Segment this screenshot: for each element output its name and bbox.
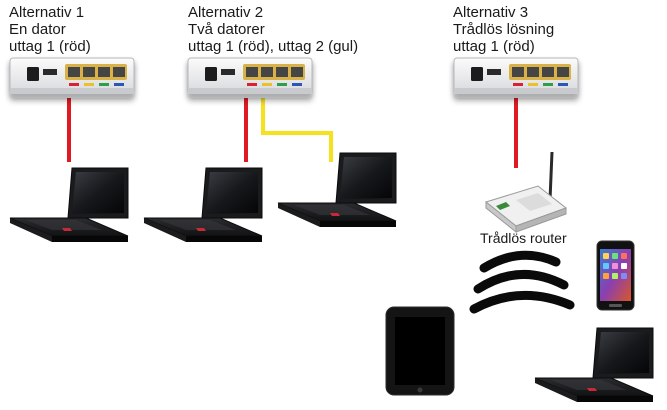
- tablet-icon: [385, 306, 455, 396]
- alternative-2-outlet: uttag 1 (röd), uttag 2 (gul): [188, 38, 359, 55]
- smartphone-icon: [596, 240, 635, 311]
- laptop-alt2-first: [143, 167, 263, 243]
- laptop-alt3: [534, 327, 654, 403]
- alternative-3-description: Trådlös lösning: [453, 21, 555, 38]
- laptop-alt1: [9, 167, 129, 243]
- alternative-1-label: Alternativ 1 En dator uttag 1 (röd): [9, 4, 91, 55]
- laptop-alt2-second: [277, 152, 397, 228]
- wifi-waves-icon: [469, 250, 575, 314]
- fiber-box-alt3: [453, 57, 579, 99]
- fiber-box-alt1: [9, 57, 135, 99]
- alternative-2-description: Två datorer: [188, 21, 265, 38]
- wireless-router-icon: [484, 151, 568, 234]
- alternative-1-title: Alternativ 1: [9, 4, 85, 21]
- alternative-3-outlet: uttag 1 (röd): [453, 38, 535, 55]
- fiber-box-alt2: [187, 57, 313, 99]
- cable-yellow-alt2: [261, 98, 333, 162]
- alternative-3-label: Alternativ 3 Trådlös lösning uttag 1 (rö…: [453, 4, 554, 55]
- alternative-2-label: Alternativ 2 Två datorer uttag 1 (röd), …: [188, 4, 358, 55]
- alternative-1-description: En dator: [9, 21, 66, 38]
- alternative-2-title: Alternativ 2: [188, 4, 264, 21]
- wireless-router-label: Trådlös router: [480, 230, 567, 246]
- alternative-3-title: Alternativ 3: [453, 4, 529, 21]
- alternative-1-outlet: uttag 1 (röd): [9, 38, 91, 55]
